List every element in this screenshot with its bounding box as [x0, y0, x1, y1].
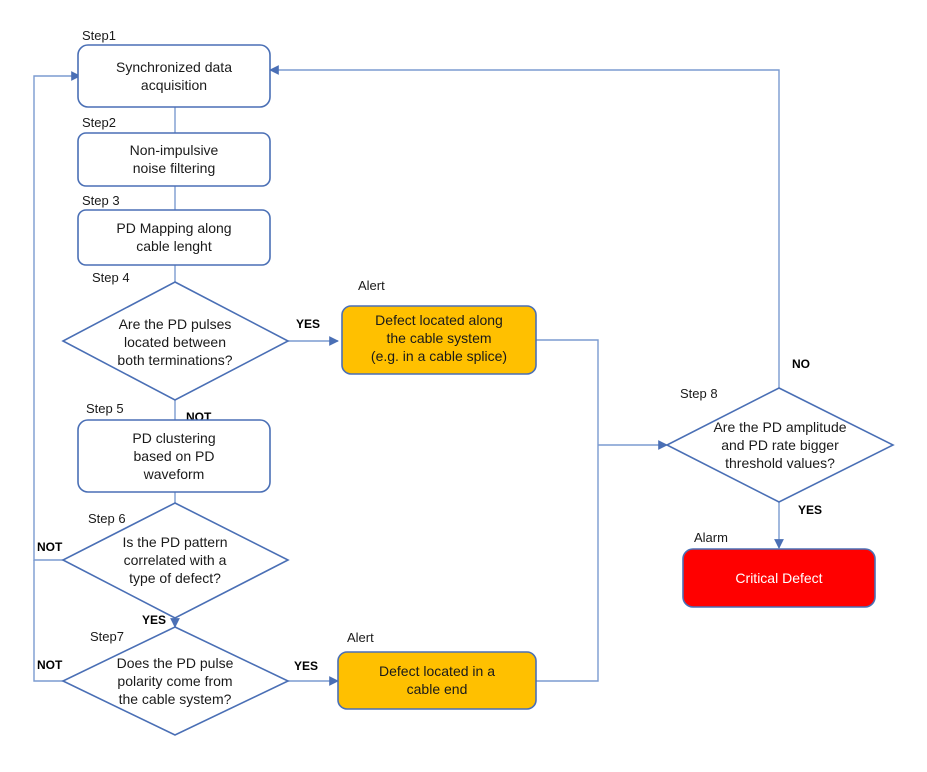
connector-step8-no-loop — [269, 65, 780, 388]
node-pd-mapping: PD Mapping along cable lenght — [77, 209, 271, 266]
step3-label: Step 3 — [82, 193, 120, 208]
q-polarity-line-1: Does the PD pulse — [117, 655, 234, 671]
q-pattern-line-1: Is the PD pattern — [122, 534, 227, 550]
node-noise-filtering: Non-impulsive noise filtering — [77, 132, 271, 187]
yes-label-step6: YES — [142, 613, 166, 627]
not-label-step6: NOT — [37, 540, 63, 554]
decision-pd-threshold: Are the PD amplitude and PD rate bigger … — [665, 387, 895, 503]
noise-filter-line-1: Non-impulsive — [130, 142, 219, 158]
pd-clustering-line-3: waveform — [143, 466, 205, 482]
pd-clustering-line-2: based on PD — [134, 448, 215, 464]
critical-defect-text: Critical Defect — [735, 570, 822, 586]
node-defect-along-cable: Defect located along the cable system (e… — [341, 305, 537, 375]
q-polarity-line-3: the cable system? — [119, 691, 232, 707]
node-pd-clustering: PD clustering based on PD waveform — [77, 419, 271, 493]
alarm-label: Alarm — [694, 530, 728, 545]
decision-pd-pattern: Is the PD pattern correlated with a type… — [61, 502, 290, 619]
step2-label: Step2 — [82, 115, 116, 130]
connector-step7-not-loop — [33, 560, 63, 682]
node-critical-defect: Critical Defect — [682, 548, 876, 608]
q-between-line-1: Are the PD pulses — [119, 316, 232, 332]
noise-filter-line-2: noise filtering — [133, 160, 216, 176]
sync-acq-line-2: acquisition — [141, 77, 207, 93]
no-label-step8: NO — [792, 357, 810, 371]
q-pattern-line-2: correlated with a — [124, 552, 227, 568]
step5-label: Step 5 — [86, 401, 124, 416]
q-between-line-2: located between — [124, 334, 226, 350]
step1-label: Step1 — [82, 28, 116, 43]
q-threshold-line-2: and PD rate bigger — [721, 437, 839, 453]
connector-alert1-merge — [536, 339, 599, 445]
node-synchronized-data-acquisition: Synchronized data acquisition — [77, 44, 271, 108]
connector-step6-not-loop — [33, 71, 81, 561]
decision-pd-polarity: Does the PD pulse polarity come from the… — [61, 626, 290, 736]
defect-along-line-3: (e.g. in a cable splice) — [371, 348, 507, 364]
q-threshold-line-3: threshold values? — [725, 455, 835, 471]
pd-mapping-line-1: PD Mapping along — [116, 220, 231, 236]
q-pattern-line-3: type of defect? — [129, 570, 221, 586]
defect-end-line-1: Defect located in a — [379, 663, 495, 679]
connector-alert2-merge — [536, 445, 599, 682]
step4-label: Step 4 — [92, 270, 130, 285]
yes-label-step8: YES — [798, 503, 822, 517]
sync-acq-line-1: Synchronized data — [116, 59, 232, 75]
q-polarity-line-2: polarity come from — [117, 673, 232, 689]
step6-label: Step 6 — [88, 511, 126, 526]
defect-along-line-2: the cable system — [386, 330, 491, 346]
q-threshold-line-1: Are the PD amplitude — [713, 419, 846, 435]
alert-label-1: Alert — [358, 278, 385, 293]
alert-label-2: Alert — [347, 630, 374, 645]
node-defect-cable-end: Defect located in a cable end — [337, 651, 537, 710]
pd-mapping-line-2: cable lenght — [136, 238, 212, 254]
connectors — [33, 65, 784, 686]
not-label-step7: NOT — [37, 658, 63, 672]
step7-label: Step7 — [90, 629, 124, 644]
decision-pd-between-terminations: Are the PD pulses located between both t… — [61, 281, 290, 401]
yes-label-step7: YES — [294, 659, 318, 673]
q-between-line-3: both terminations? — [117, 352, 232, 368]
step8-label: Step 8 — [680, 386, 718, 401]
defect-end-line-2: cable end — [407, 681, 468, 697]
yes-label-step4: YES — [296, 317, 320, 331]
pd-clustering-line-1: PD clustering — [132, 430, 215, 446]
defect-along-line-1: Defect located along — [375, 312, 503, 328]
